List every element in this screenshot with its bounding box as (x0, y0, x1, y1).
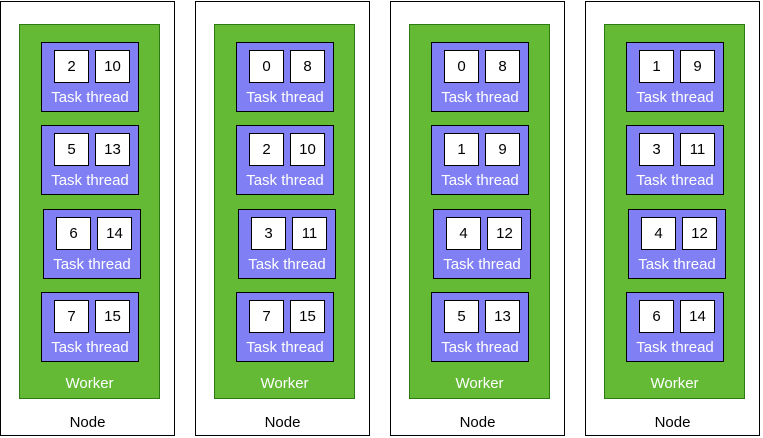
node-label: Node (264, 414, 301, 431)
task-thread-label: Task thread (441, 89, 519, 106)
node-label: Node (459, 414, 496, 431)
task-id-cell: 2 (249, 133, 284, 166)
task-thread-label: Task thread (248, 256, 326, 273)
task-id-cell: 0 (249, 50, 284, 83)
worker-label: Worker (65, 375, 114, 392)
task-thread-label: Task thread (636, 89, 714, 106)
task-thread-label: Task thread (443, 256, 521, 273)
task-id-cell: 4 (446, 217, 481, 250)
task-id-cell: 13 (485, 300, 520, 333)
task-thread-label: Task thread (636, 172, 714, 189)
task-thread-label: Task thread (246, 89, 324, 106)
task-id-cell: 10 (290, 133, 325, 166)
task-id-cell: 8 (485, 50, 520, 83)
task-id-cell: 6 (639, 300, 674, 333)
task-thread-label: Task thread (636, 339, 714, 356)
task-id-cell: 1 (444, 133, 479, 166)
worker-label: Worker (260, 375, 309, 392)
task-id-cell: 10 (95, 50, 130, 83)
task-id-cell: 13 (95, 133, 130, 166)
task-id-cell: 2 (54, 50, 89, 83)
task-id-cell: 15 (290, 300, 325, 333)
task-id-cell: 3 (639, 133, 674, 166)
task-id-cell: 11 (292, 217, 327, 250)
task-thread-label: Task thread (51, 339, 129, 356)
worker-label: Worker (455, 375, 504, 392)
task-id-cell: 11 (680, 133, 715, 166)
worker-label: Worker (650, 375, 699, 392)
task-id-cell: 14 (680, 300, 715, 333)
task-thread-label: Task thread (246, 172, 324, 189)
task-id-cell: 12 (487, 217, 522, 250)
task-id-cell: 3 (251, 217, 286, 250)
task-id-cell: 14 (97, 217, 132, 250)
task-thread-label: Task thread (441, 339, 519, 356)
task-id-cell: 5 (444, 300, 479, 333)
node-label: Node (69, 414, 106, 431)
node-label: Node (654, 414, 691, 431)
task-thread-label: Task thread (638, 256, 716, 273)
task-thread-label: Task thread (53, 256, 131, 273)
task-id-cell: 1 (639, 50, 674, 83)
task-id-cell: 0 (444, 50, 479, 83)
task-thread-label: Task thread (51, 172, 129, 189)
task-id-cell: 9 (680, 50, 715, 83)
task-id-cell: 12 (682, 217, 717, 250)
task-thread-label: Task thread (441, 172, 519, 189)
task-id-cell: 4 (641, 217, 676, 250)
task-id-cell: 9 (485, 133, 520, 166)
task-id-cell: 7 (54, 300, 89, 333)
task-thread-label: Task thread (246, 339, 324, 356)
task-id-cell: 6 (56, 217, 91, 250)
task-id-cell: 8 (290, 50, 325, 83)
task-id-cell: 15 (95, 300, 130, 333)
task-id-cell: 5 (54, 133, 89, 166)
task-id-cell: 7 (249, 300, 284, 333)
task-thread-label: Task thread (51, 89, 129, 106)
